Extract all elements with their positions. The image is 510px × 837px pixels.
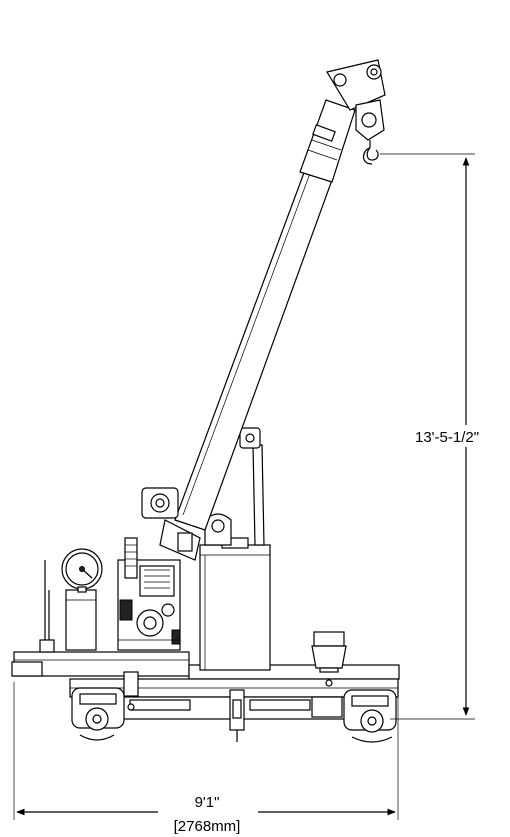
height-dimension: [380, 153, 510, 720]
front-caster-wheel: [71, 687, 125, 741]
chassis: [11, 651, 400, 742]
rear-caster-wheel: [343, 689, 397, 743]
width-dimension-label: 9'1": [195, 794, 220, 811]
crane-hook: [362, 147, 379, 165]
mast-column: [199, 537, 271, 671]
width-dimension: [13, 682, 399, 834]
pressure-gauge: [61, 548, 103, 593]
counterweight: [311, 631, 347, 673]
hook-block: [355, 99, 385, 148]
width-dimension-metric-label: [2768mm]: [174, 818, 241, 835]
engine: [117, 537, 181, 651]
height-dimension-label: 13'-5-1/2": [415, 429, 479, 446]
boom-head-sheave: [326, 59, 386, 111]
lift-cylinder: [239, 427, 265, 546]
boom: [141, 99, 356, 561]
